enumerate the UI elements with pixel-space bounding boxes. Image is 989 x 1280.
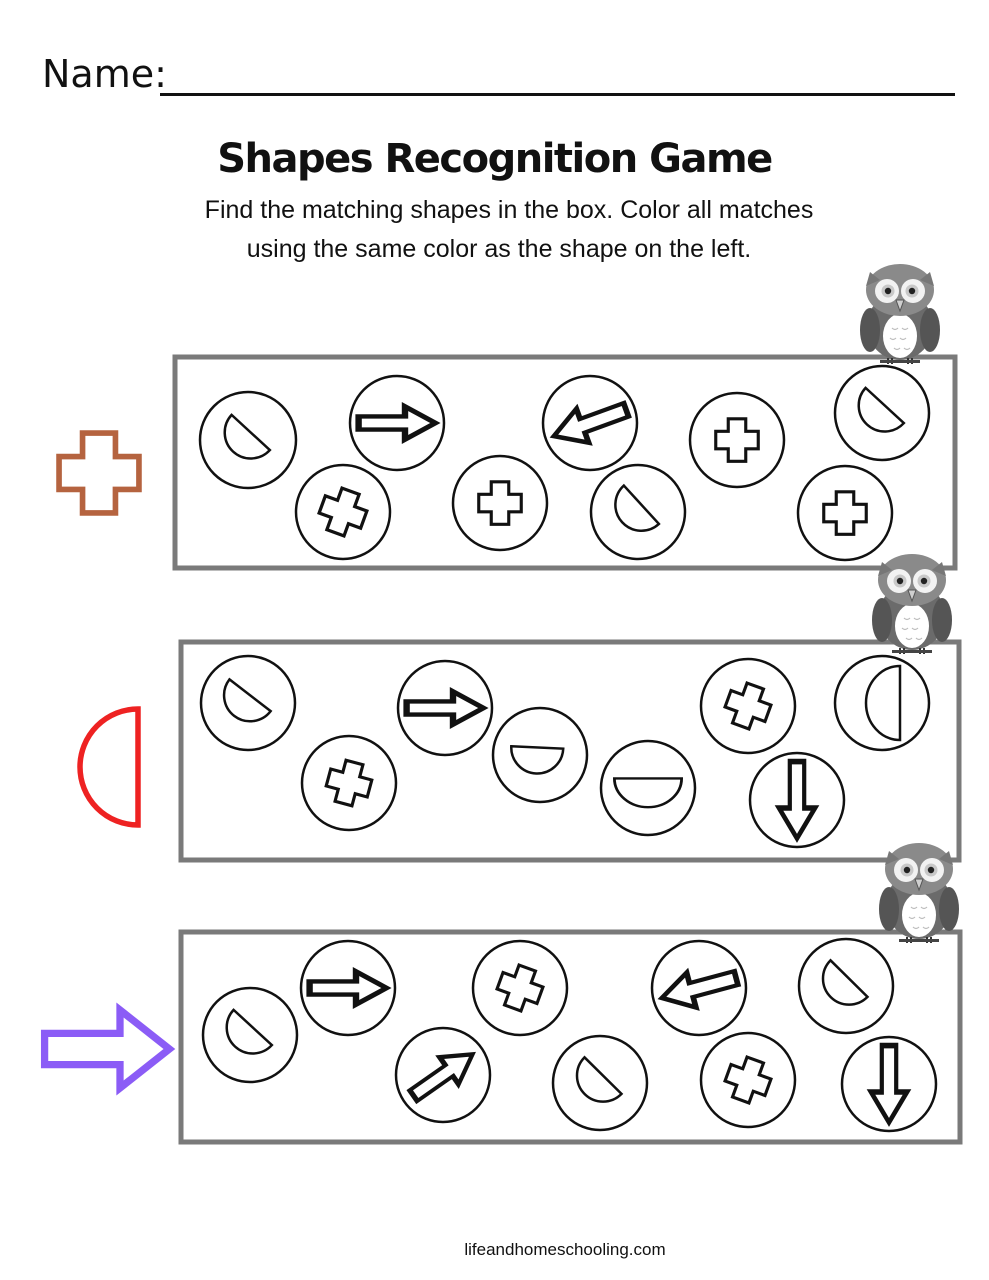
circle-item[interactable] xyxy=(394,1026,492,1124)
owl-icon xyxy=(859,263,941,365)
circle-item[interactable] xyxy=(840,1035,938,1133)
footer-site-url: lifeandhomeschooling.com xyxy=(464,1240,666,1259)
circle-item[interactable] xyxy=(299,939,397,1037)
row-3-box xyxy=(178,929,963,1145)
circle-item[interactable] xyxy=(471,939,569,1037)
row-1-box xyxy=(172,354,958,571)
row-2-box xyxy=(178,639,962,863)
circle-item[interactable] xyxy=(201,986,299,1084)
circle-item[interactable] xyxy=(294,463,392,561)
owl-icon xyxy=(871,553,953,655)
circle-item[interactable] xyxy=(300,734,398,832)
circle-item[interactable] xyxy=(541,374,639,472)
circle-item[interactable] xyxy=(396,659,494,757)
circle-item[interactable] xyxy=(699,1031,797,1129)
instructions-line-1: Find the matching shapes in the box. Col… xyxy=(204,196,814,224)
row-1-target-cross-icon xyxy=(59,433,139,513)
circle-item[interactable] xyxy=(650,939,748,1037)
half-circle-icon xyxy=(864,664,902,742)
circle-item[interactable] xyxy=(199,654,297,752)
circle-item[interactable] xyxy=(833,654,931,752)
circle-item[interactable] xyxy=(688,391,786,489)
circle-item[interactable] xyxy=(198,390,298,490)
row-2-target-half-circle-icon xyxy=(77,706,141,828)
circle-item[interactable] xyxy=(348,374,446,472)
name-label: Name: xyxy=(42,52,167,96)
circle-item[interactable] xyxy=(491,706,589,804)
circle-item[interactable] xyxy=(797,937,895,1035)
circle-item[interactable] xyxy=(833,364,931,462)
circle-item[interactable] xyxy=(748,751,846,849)
circle-item[interactable] xyxy=(589,463,687,561)
row-3-target-arrow-right-icon xyxy=(45,1010,170,1088)
circle-item[interactable] xyxy=(451,454,549,552)
owl-icon xyxy=(878,842,960,944)
instructions-line-2: using the same color as the shape on the… xyxy=(246,235,752,263)
circle-item[interactable] xyxy=(699,657,797,755)
circle-item[interactable] xyxy=(599,739,697,837)
circle-item[interactable] xyxy=(796,464,894,562)
name-line[interactable] xyxy=(160,93,955,96)
circle-item[interactable] xyxy=(551,1034,649,1132)
page-title: Shapes Recognition Game xyxy=(217,136,773,182)
